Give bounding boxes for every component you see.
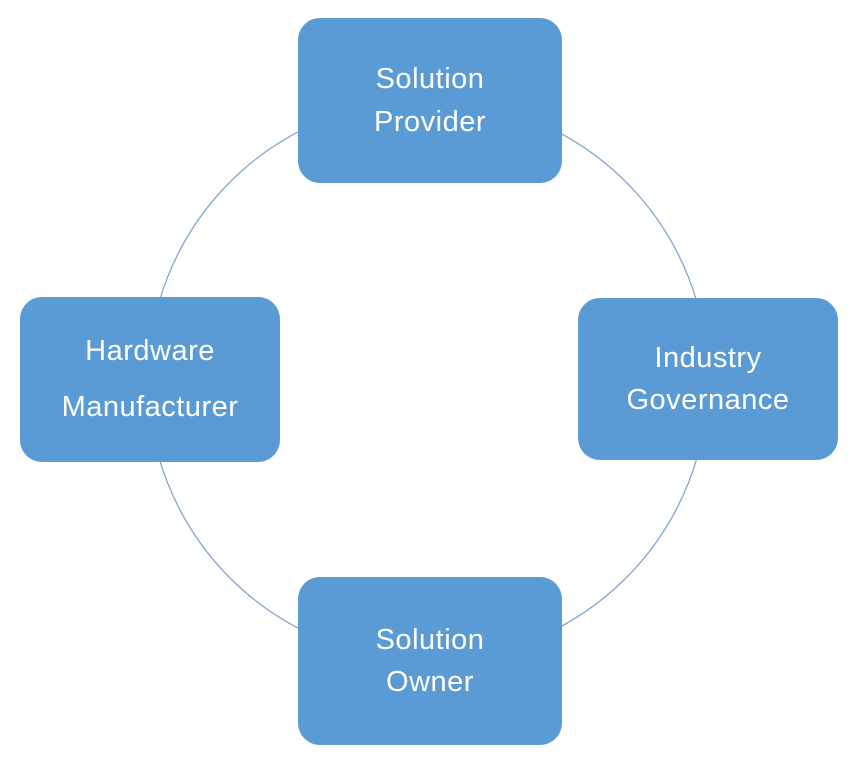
node-solution-provider[interactable]: Solution Provider (298, 18, 562, 183)
node-solution-owner[interactable]: Solution Owner (298, 577, 562, 745)
node-label-line: Governance (626, 384, 790, 416)
node-label-line: Provider (374, 105, 486, 138)
node-label-line: Owner (386, 666, 474, 698)
node-label-line: Solution (375, 63, 485, 96)
node-industry-governance[interactable]: Industry Governance (578, 298, 838, 460)
node-hardware-manufacturer[interactable]: Hardware Manufacturer (20, 297, 280, 462)
node-label-line: Solution (375, 623, 485, 656)
node-label-line: Hardware (85, 335, 215, 368)
node-label-line: Industry (654, 341, 762, 374)
node-label-line: Manufacturer (61, 390, 239, 423)
